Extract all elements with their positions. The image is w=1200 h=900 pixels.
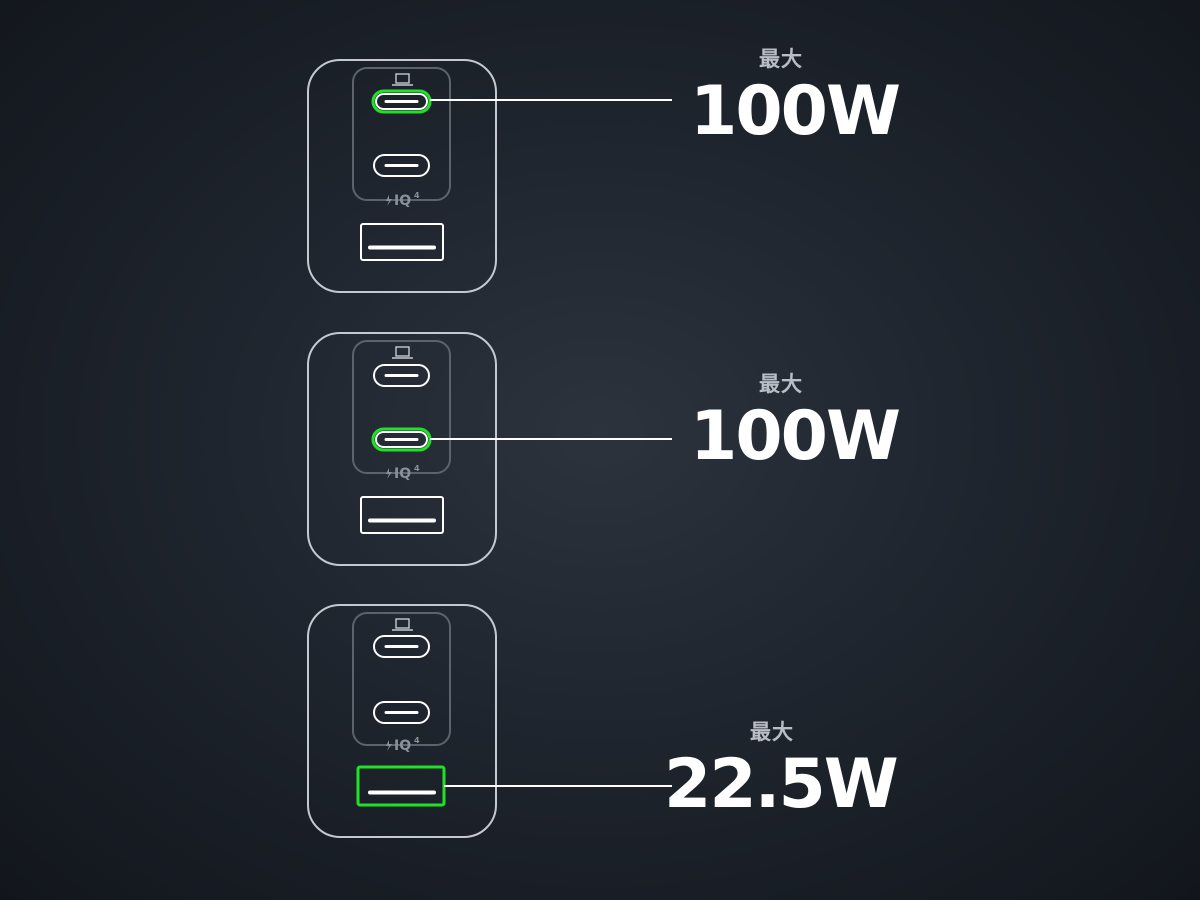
iq-superscript: 4 <box>414 736 420 745</box>
max-label: 最大 <box>750 720 794 744</box>
iq-text: IQ <box>394 193 411 209</box>
usb-c-port-icon <box>373 154 430 177</box>
laptop-icon <box>392 73 413 86</box>
iq-badge: IQ 4 <box>386 464 420 482</box>
usb-c-bay <box>352 612 451 746</box>
charger-panel-3: IQ 4 <box>307 604 672 838</box>
usb-c-port-icon <box>375 431 428 448</box>
charger-outline <box>307 332 497 566</box>
usb-c-bay <box>352 340 451 474</box>
lightning-icon <box>386 740 392 751</box>
lightning-icon <box>386 468 392 479</box>
lightning-icon <box>386 195 392 206</box>
usb-c-port-icon <box>373 635 430 658</box>
wattage-value: 100W <box>690 72 901 151</box>
usb-a-port-highlight <box>356 765 446 807</box>
iq-text: IQ <box>394 466 411 482</box>
charger-panel-1: IQ 4 <box>307 59 672 293</box>
usb-c-port-icon <box>373 701 430 724</box>
usb-c-bay <box>352 67 451 201</box>
max-label: 最大 <box>759 47 803 71</box>
usb-c-port-1-highlight <box>371 89 432 114</box>
usb-a-port-icon <box>360 223 444 261</box>
iq-text: IQ <box>394 738 411 754</box>
power-label-2: 最大 100W <box>690 371 901 476</box>
iq-badge: IQ 4 <box>386 736 420 754</box>
power-label-1: 最大 100W <box>690 46 901 151</box>
laptop-icon <box>392 346 413 359</box>
laptop-icon <box>392 618 413 631</box>
wattage-value: 22.5W <box>664 745 899 824</box>
wattage-value: 100W <box>690 397 901 476</box>
iq-badge: IQ 4 <box>386 191 420 209</box>
power-label-3: 最大 22.5W <box>664 719 899 824</box>
max-label: 最大 <box>759 372 803 396</box>
usb-c-port-icon <box>373 364 430 387</box>
iq-superscript: 4 <box>414 464 420 473</box>
usb-c-port-icon <box>375 93 428 110</box>
usb-a-port-icon <box>360 496 444 534</box>
charger-outline <box>307 604 497 838</box>
charger-outline <box>307 59 497 293</box>
iq-superscript: 4 <box>414 191 420 200</box>
charger-panel-2: IQ 4 <box>307 332 672 566</box>
